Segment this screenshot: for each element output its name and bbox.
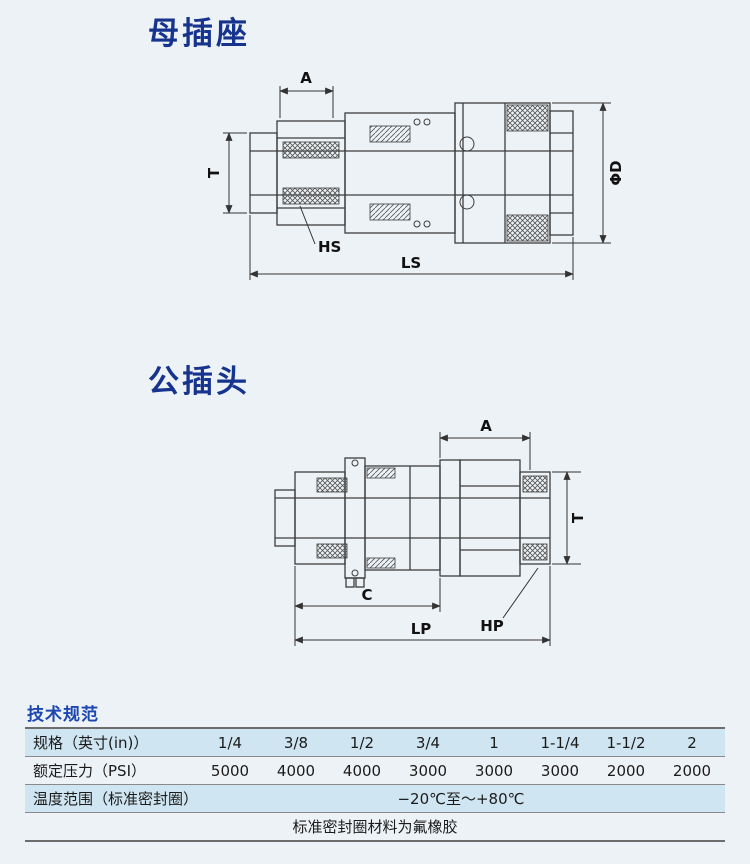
size-value: 3/8: [283, 733, 309, 752]
dim-label-c: C: [361, 586, 372, 604]
leader-hp: [502, 567, 539, 619]
male-plug-hatch: [316, 467, 548, 569]
dimension-d-female: [552, 102, 611, 244]
dim-label-lp: LP: [411, 620, 432, 638]
dimension-a-female: [279, 86, 334, 118]
dim-label-hp: HP: [480, 617, 504, 635]
dimension-ls: [249, 215, 574, 280]
table-row-temperature: 温度范围（标准密封圈） −20℃至～+80℃: [25, 784, 725, 813]
dim-label-t-female: T: [205, 167, 223, 178]
size-value: 1/4: [217, 733, 243, 752]
female-socket-hatch: [282, 104, 549, 242]
dim-label-t-male: T: [569, 512, 587, 523]
dim-label-a-female: A: [300, 69, 312, 87]
table-row-sizes: 规格（英寸(in)） 1/4 3/8 1/2 3/4 1 1-1/4 1-1/2…: [25, 728, 725, 757]
size-value: 1: [489, 733, 499, 752]
pressure-value: 3000: [474, 761, 514, 780]
specs-table: 规格（英寸(in)） 1/4 3/8 1/2 3/4 1 1-1/4 1-1/2…: [25, 727, 725, 842]
specs-heading: 技术规范: [27, 705, 99, 725]
pressure-value: 2000: [672, 761, 712, 780]
leader-hs: [299, 205, 316, 245]
temperature-value: −20℃至～+80℃: [397, 790, 525, 808]
dimension-t-female: [223, 132, 247, 214]
size-value: 1-1/4: [540, 733, 580, 752]
size-value: 1/2: [349, 733, 375, 752]
male-plug-svg: A T C HP LP: [274, 417, 587, 646]
row-label-size: 规格（英寸(in)）: [33, 734, 149, 752]
dimension-t-male: [552, 471, 581, 565]
male-plug-title: 公插头: [148, 364, 250, 400]
pressure-value: 2000: [606, 761, 646, 780]
dim-label-hs: HS: [318, 238, 341, 256]
female-socket-details: [413, 118, 475, 228]
row-label-temperature: 温度范围（标准密封圈）: [33, 790, 197, 808]
dimension-c: [294, 566, 441, 612]
dim-label-d-female: ΦD: [607, 160, 625, 185]
female-socket-title: 母插座: [148, 16, 250, 52]
male-plug-details: [351, 459, 359, 577]
pressure-value: 4000: [342, 761, 382, 780]
seal-note: 标准密封圈材料为氟橡胶: [292, 818, 458, 836]
dim-label-ls: LS: [401, 254, 421, 272]
table-row-pressures: 额定压力（PSI） 5000 4000 4000 3000 3000 3000 …: [25, 757, 725, 785]
dim-label-a-male: A: [480, 418, 492, 435]
row-label-pressure: 额定压力（PSI）: [33, 762, 146, 780]
size-value: 1-1/2: [606, 733, 646, 752]
female-socket-drawing: A T ΦD HS LS: [205, 58, 645, 298]
pressure-value: 4000: [276, 761, 316, 780]
dimension-lp: [294, 566, 551, 646]
male-plug-drawing: A T C HP LP: [205, 417, 645, 668]
table-row-seal-note: 标准密封圈材料为氟橡胶: [25, 813, 725, 841]
pressure-value: 3000: [408, 761, 448, 780]
dimension-a-male: [439, 432, 531, 470]
male-plug-outline: [274, 457, 551, 588]
pressure-value: 5000: [210, 761, 250, 780]
size-value: 2: [687, 733, 697, 752]
size-value: 3/4: [415, 733, 441, 752]
female-socket-svg: A T ΦD HS LS: [205, 69, 625, 280]
pressure-value: 3000: [540, 761, 580, 780]
